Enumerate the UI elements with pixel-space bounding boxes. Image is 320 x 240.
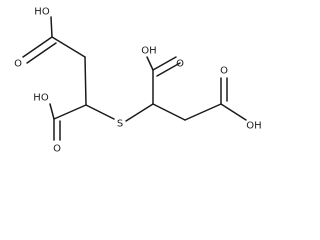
atom-oh-bottom-right: OH xyxy=(246,121,261,132)
bond-c4-oh xyxy=(146,56,154,71)
bond-ch-c3 xyxy=(53,104,87,120)
bond-c2-ch xyxy=(84,56,87,106)
bond-ho-c1 xyxy=(50,16,53,38)
bond-c1-c2 xyxy=(51,36,86,58)
bond-c5-c6 xyxy=(184,103,222,121)
atom-oh-mid-left: HO xyxy=(33,93,49,104)
atom-o-bottom-right: O xyxy=(220,66,228,77)
atom-o-mid-right: O xyxy=(176,59,184,70)
bond-layer xyxy=(22,16,247,141)
bond-c4-o-double-a xyxy=(152,56,177,71)
bond-c3-oh xyxy=(49,103,55,120)
bond-ch-s xyxy=(85,104,115,120)
atom-oh-top-right: OH xyxy=(141,46,156,57)
chemical-structure: HO O HO O S OH O O OH xyxy=(14,7,262,155)
atom-oh-top-left: HO xyxy=(34,7,50,18)
bond-ch-c5 xyxy=(152,103,186,121)
bond-c1-o-double-b xyxy=(26,42,57,64)
atom-o-top-left: O xyxy=(14,59,22,70)
bond-c1-o-double-a xyxy=(22,36,53,58)
bond-c4-o-double-b xyxy=(156,62,181,77)
atom-label-layer: HO O HO O S OH O O OH xyxy=(14,7,262,155)
atom-sulfur: S xyxy=(117,119,123,130)
bond-s-ch xyxy=(125,103,154,122)
bond-c6-oh xyxy=(220,103,247,121)
atom-o-bottom-left: O xyxy=(53,144,61,155)
